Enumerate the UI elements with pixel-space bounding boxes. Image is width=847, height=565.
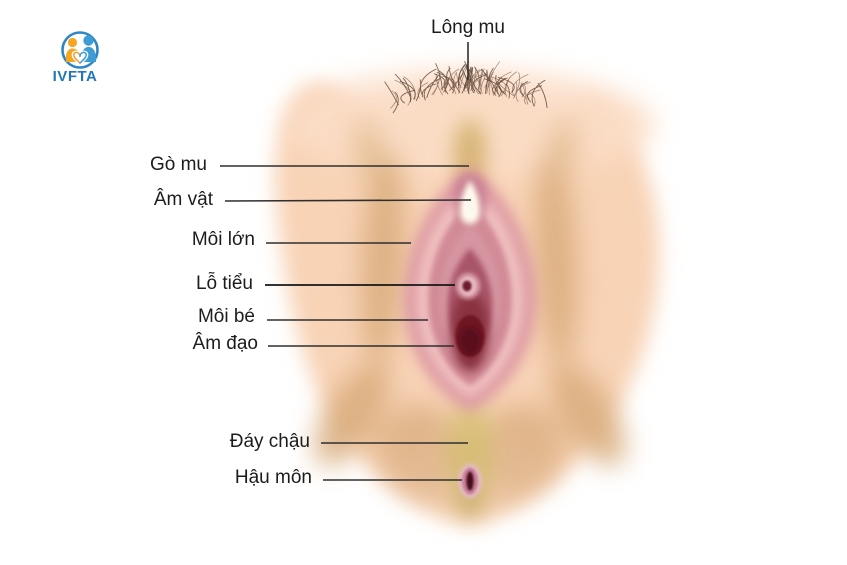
vaginal-opening <box>455 315 485 357</box>
label-am-vat: Âm vật <box>153 189 213 210</box>
label-lo-tieu: Lỗ tiểu <box>195 273 253 294</box>
label-go-mu: Gò mu <box>149 154 207 175</box>
label-day-chau: Đáy chậu <box>229 431 310 452</box>
logo-icon <box>61 31 99 69</box>
label-long-mu: Lông mu <box>431 17 505 38</box>
clitoris-highlight <box>453 174 487 225</box>
pubic-hair <box>384 61 548 114</box>
label-lines <box>220 42 472 481</box>
urethral-opening <box>456 273 480 299</box>
brand-logo: IVFTA <box>42 24 122 90</box>
label-hau-mon: Hậu môn <box>234 467 312 488</box>
anus-shape <box>458 464 482 498</box>
label-line-am-vat <box>224 199 472 202</box>
label-moi-be: Môi bé <box>197 306 255 327</box>
logo-text: IVFTA <box>52 68 98 85</box>
label-am-dao: Âm đạo <box>192 333 258 354</box>
label-moi-lon: Môi lớn <box>191 229 255 250</box>
